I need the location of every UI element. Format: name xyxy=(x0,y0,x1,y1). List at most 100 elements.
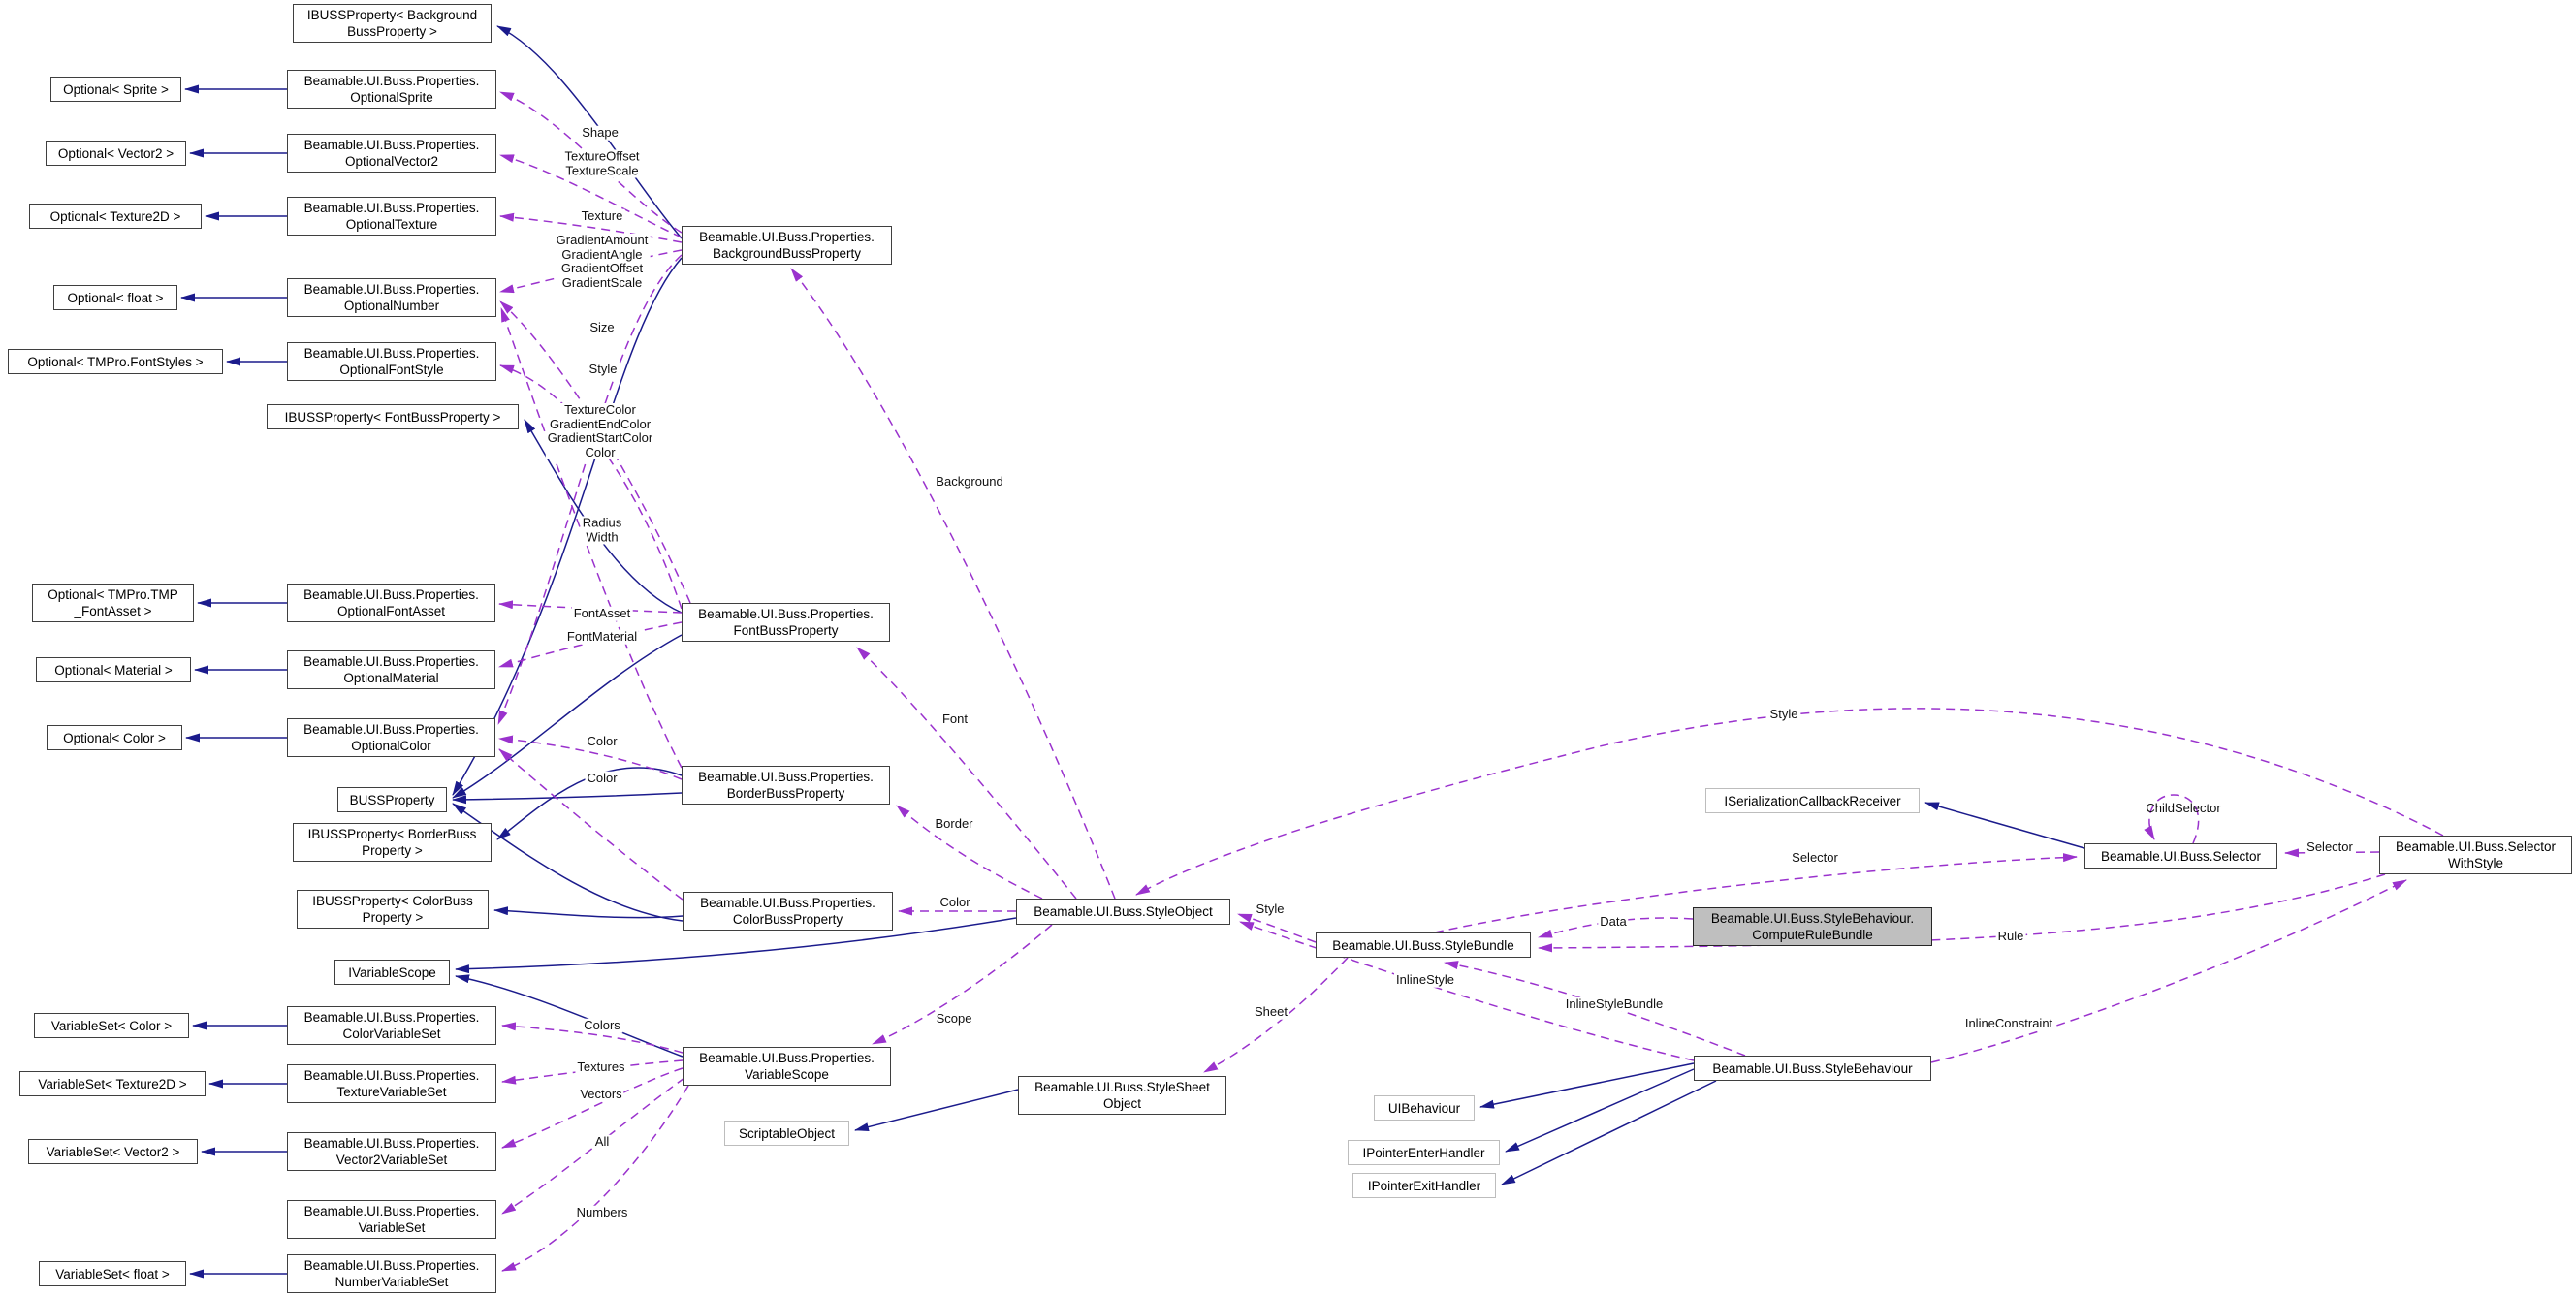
node-borderbussproperty[interactable]: Beamable.UI.Buss.Properties. BorderBussP… xyxy=(682,766,890,805)
node-optionalvector2[interactable]: Beamable.UI.Buss.Properties. OptionalVec… xyxy=(287,134,496,173)
node-ibuss-colorbussproperty[interactable]: IBUSSProperty< ColorBuss Property > xyxy=(297,890,489,929)
usage-edges xyxy=(497,91,2444,1272)
edge-stylebundle-selector xyxy=(1434,853,2078,933)
edge-label-textureoffset-texturescale: TextureOffset TextureScale xyxy=(562,148,642,178)
edge-label-color-styleobject: Color xyxy=(938,894,972,910)
edge-styleobject-ivariablescope xyxy=(455,917,1017,974)
edge-label-textures: Textures xyxy=(575,1059,627,1075)
node-optional-fontasset-template[interactable]: Optional< TMPro.TMP _FontAsset > xyxy=(32,584,194,622)
node-scriptableobject: ScriptableObject xyxy=(724,1121,849,1146)
edge-selectorwithstyle-rule xyxy=(1538,873,2386,953)
node-ibuss-fontbussproperty[interactable]: IBUSSProperty< FontBussProperty > xyxy=(267,404,519,429)
node-texturevariableset[interactable]: Beamable.UI.Buss.Properties. TextureVari… xyxy=(287,1064,496,1103)
node-bussproperty[interactable]: BUSSProperty xyxy=(337,787,447,812)
edge-label-background: Background xyxy=(934,473,1005,490)
edge-color-ibusscolor xyxy=(493,906,684,919)
edge-styleobject-scope xyxy=(872,924,1053,1045)
node-variablescope[interactable]: Beamable.UI.Buss.Properties. VariableSco… xyxy=(683,1047,891,1086)
edge-label-color-border: Color xyxy=(585,733,620,749)
node-optionaltexture[interactable]: Beamable.UI.Buss.Properties. OptionalTex… xyxy=(287,197,496,236)
node-optional-vector2-template[interactable]: Optional< Vector2 > xyxy=(46,141,186,166)
edge-label-font: Font xyxy=(939,711,970,727)
edge-label-gradients: GradientAmount GradientAngle GradientOff… xyxy=(554,233,651,290)
node-variableset-texture2d-template[interactable]: VariableSet< Texture2D > xyxy=(19,1071,206,1096)
node-stylebundle[interactable]: Beamable.UI.Buss.StyleBundle xyxy=(1316,932,1531,958)
node-ivariablescope[interactable]: IVariableScope xyxy=(334,960,450,985)
edge-label-selector-withstyle: Selector xyxy=(2305,838,2355,855)
node-selector[interactable]: Beamable.UI.Buss.Selector xyxy=(2084,843,2277,869)
node-optional-float-template[interactable]: Optional< float > xyxy=(53,285,177,310)
node-variableset-color-template[interactable]: VariableSet< Color > xyxy=(34,1013,189,1038)
node-styleobject[interactable]: Beamable.UI.Buss.StyleObject xyxy=(1016,899,1230,925)
edge-background-texture xyxy=(499,212,683,243)
edge-selector-childselector-loop xyxy=(2144,794,2200,844)
node-optionalmaterial[interactable]: Beamable.UI.Buss.Properties. OptionalMat… xyxy=(287,650,495,689)
node-variableset-vector2-template[interactable]: VariableSet< Vector2 > xyxy=(28,1139,198,1164)
node-backgroundbussproperty[interactable]: Beamable.UI.Buss.Properties. BackgroundB… xyxy=(682,226,892,265)
node-stylesheetobject[interactable]: Beamable.UI.Buss.StyleSheet Object xyxy=(1018,1076,1226,1115)
edge-variablescope-ivariablescope xyxy=(455,974,684,1058)
edge-label-childselector: ChildSelector xyxy=(2146,800,2221,815)
node-ibuss-background[interactable]: IBUSSProperty< Background BussProperty > xyxy=(293,4,492,43)
edge-variablescope-colors xyxy=(501,1022,684,1054)
node-vector2variableset[interactable]: Beamable.UI.Buss.Properties. Vector2Vari… xyxy=(287,1132,496,1171)
node-optionalfontstyle[interactable]: Beamable.UI.Buss.Properties. OptionalFon… xyxy=(287,342,496,381)
edge-stylebehaviour-uibehaviour xyxy=(1479,1062,1695,1109)
node-optionalnumber[interactable]: Beamable.UI.Buss.Properties. OptionalNum… xyxy=(287,278,496,317)
node-fontbussproperty[interactable]: Beamable.UI.Buss.Properties. FontBussPro… xyxy=(682,603,890,642)
edge-label-color-colorbuss: Color xyxy=(585,770,620,786)
edge-label-size: Size xyxy=(588,319,617,335)
node-iserializationcallbackreceiver: ISerializationCallbackReceiver xyxy=(1705,788,1920,813)
node-ibuss-borderbussproperty[interactable]: IBUSSProperty< BorderBuss Property > xyxy=(293,823,492,862)
node-optional-color-template[interactable]: Optional< Color > xyxy=(47,725,182,750)
edge-label-inlinestylebundle: InlineStyleBundle xyxy=(1563,996,1666,1012)
edge-background-textureoffset xyxy=(499,154,683,238)
edge-colorbuss-color xyxy=(498,748,684,901)
edge-stylebehaviour-inlineconstraint xyxy=(1930,879,2407,1063)
node-optional-sprite-template[interactable]: Optional< Sprite > xyxy=(50,77,181,102)
edge-label-inlinestyle: InlineStyle xyxy=(1394,971,1456,988)
edge-styleobject-font xyxy=(856,647,1077,900)
edge-styleobject-border xyxy=(896,805,1043,900)
node-optional-fontstyles-template[interactable]: Optional< TMPro.FontStyles > xyxy=(8,349,223,374)
ed­ge-stylesheet-scriptableobject xyxy=(854,1089,1019,1131)
edge-background-bussproperty xyxy=(452,257,683,796)
node-numbervariableset[interactable]: Beamable.UI.Buss.Properties. NumberVaria… xyxy=(287,1254,496,1293)
edge-background-ibussbackground xyxy=(496,25,683,239)
edge-background-texturecolor xyxy=(497,254,683,725)
edge-label-vectors: Vectors xyxy=(578,1086,624,1102)
inheritance-edges xyxy=(180,25,2085,1279)
edge-label-rule: Rule xyxy=(1995,928,2026,944)
node-computerulebundle: Beamable.UI.Buss.StyleBehaviour. Compute… xyxy=(1693,907,1932,946)
node-colorbussproperty[interactable]: Beamable.UI.Buss.Properties. ColorBussPr… xyxy=(683,892,893,931)
node-optional-material-template[interactable]: Optional< Material > xyxy=(36,657,191,682)
node-colorvariableset[interactable]: Beamable.UI.Buss.Properties. ColorVariab… xyxy=(287,1006,496,1045)
node-optionalsprite[interactable]: Beamable.UI.Buss.Properties. OptionalSpr… xyxy=(287,70,496,109)
edge-selector-iserialization xyxy=(1924,802,2085,849)
edge-label-numbers: Numbers xyxy=(574,1204,630,1220)
edge-color-bussproperty xyxy=(452,803,684,922)
edge-stylebehaviour-ipointerexit xyxy=(1501,1080,1717,1185)
edge-border-radiuswidth xyxy=(500,307,683,769)
node-stylebehaviour[interactable]: Beamable.UI.Buss.StyleBehaviour xyxy=(1694,1056,1931,1081)
edge-label-data: Data xyxy=(1598,913,1629,930)
node-ipointerexithandler: IPointerExitHandler xyxy=(1352,1173,1496,1198)
edge-stylebehaviour-inlinestyle xyxy=(1239,921,1695,1061)
edge-stylebehaviour-ipointerenter xyxy=(1505,1068,1695,1153)
edge-label-inlineconstraint: InlineConstraint xyxy=(1962,1015,2055,1031)
node-selectorwithstyle[interactable]: Beamable.UI.Buss.Selector WithStyle xyxy=(2379,836,2572,874)
edge-selectorwithstyle-style xyxy=(1135,708,2444,896)
edge-label-all: All xyxy=(592,1133,612,1150)
edge-label-sheet: Sheet xyxy=(1253,1003,1289,1020)
edge-label-colors: Colors xyxy=(582,1017,622,1033)
edge-font-bussproperty xyxy=(452,634,683,799)
edge-label-border: Border xyxy=(933,815,975,832)
edge-variablescope-numbers xyxy=(501,1085,689,1272)
node-variableset[interactable]: Beamable.UI.Buss.Properties. VariableSet xyxy=(287,1200,496,1239)
node-variableset-float-template[interactable]: VariableSet< float > xyxy=(39,1261,186,1286)
node-optionalfontasset[interactable]: Beamable.UI.Buss.Properties. OptionalFon… xyxy=(287,584,495,622)
node-optionalcolor[interactable]: Beamable.UI.Buss.Properties. OptionalCol… xyxy=(287,718,495,757)
node-optional-texture2d-template[interactable]: Optional< Texture2D > xyxy=(29,204,202,229)
